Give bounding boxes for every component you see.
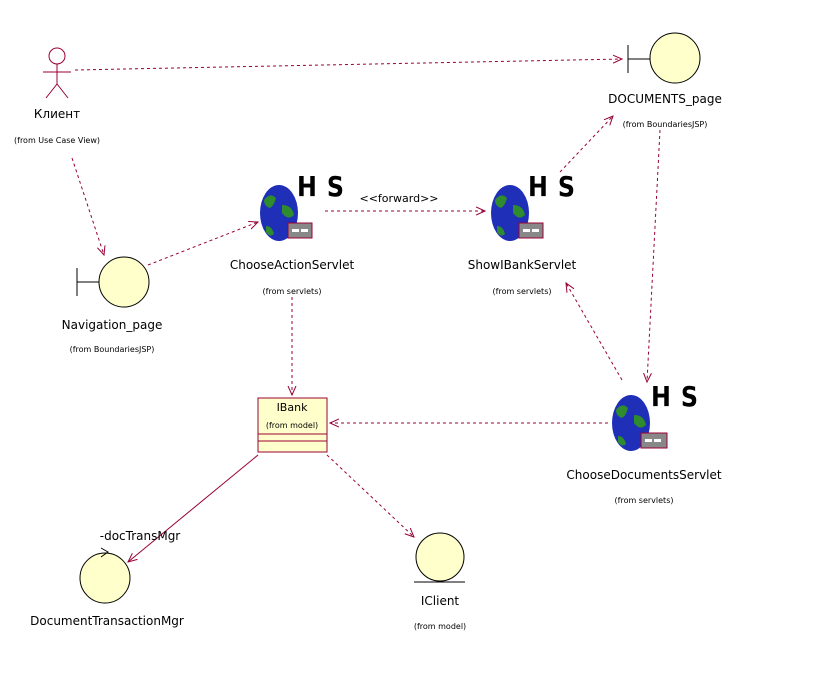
ibank-name: IBank [276, 401, 308, 414]
link-choosedocs-showibank [566, 283, 623, 381]
ibank-class-box[interactable] [257, 397, 328, 453]
actor-source: (from Use Case View) [14, 136, 100, 145]
link-actor-navigation [71, 157, 104, 255]
choose-action-servlet-name: ChooseActionServlet [229, 258, 355, 272]
choose-action-servlet-source: (from servlets) [262, 287, 322, 296]
show-ibank-stereotype: H S [528, 170, 576, 203]
link-actor-documents [74, 59, 622, 71]
doc-trans-mgr-name: DocumentTransactionMgr [30, 614, 184, 628]
forward-label: <<forward>> [359, 192, 439, 205]
choose-documents-servlet-name: ChooseDocumentsServlet [566, 468, 722, 482]
link-ibank-doctransmgr [128, 454, 259, 562]
choose-documents-stereotype: H S [651, 380, 699, 413]
actor-figure[interactable] [43, 47, 71, 99]
navigation-page-boundary-icon[interactable] [76, 256, 150, 308]
navigation-page-source: (from BoundariesJSP) [69, 345, 155, 354]
choose-action-servlet-icon[interactable] [260, 185, 313, 241]
ibank-source: (from model) [265, 421, 319, 430]
link-ibank-iclient [326, 454, 414, 537]
iclient-entity-icon[interactable] [414, 532, 465, 583]
link-showibank-documents [559, 116, 613, 173]
show-ibank-servlet-source: (from servlets) [492, 287, 552, 296]
documents-page-boundary-icon[interactable] [627, 32, 701, 84]
link-navigation-chooseaction [147, 222, 258, 266]
iclient-name: IClient [420, 594, 460, 608]
actor-name: Клиент [33, 107, 81, 121]
choose-documents-servlet-source: (from servlets) [614, 496, 674, 505]
choose-documents-servlet-icon[interactable] [612, 395, 668, 451]
documents-page-source: (from BoundariesJSP) [622, 120, 708, 129]
documents-page-name: DOCUMENTS_page [608, 92, 722, 106]
show-ibank-servlet-icon[interactable] [491, 185, 544, 241]
link-documents-choosedocs [647, 129, 661, 382]
doc-trans-mgr-control-icon[interactable] [79, 547, 131, 604]
doc-trans-mgr-role: -docTransMgr [99, 529, 181, 543]
choose-action-stereotype: H S [297, 170, 345, 203]
show-ibank-servlet-name: ShowIBankServlet [467, 258, 577, 272]
iclient-source: (from model) [413, 622, 467, 631]
navigation-page-name: Navigation_page [61, 318, 163, 332]
